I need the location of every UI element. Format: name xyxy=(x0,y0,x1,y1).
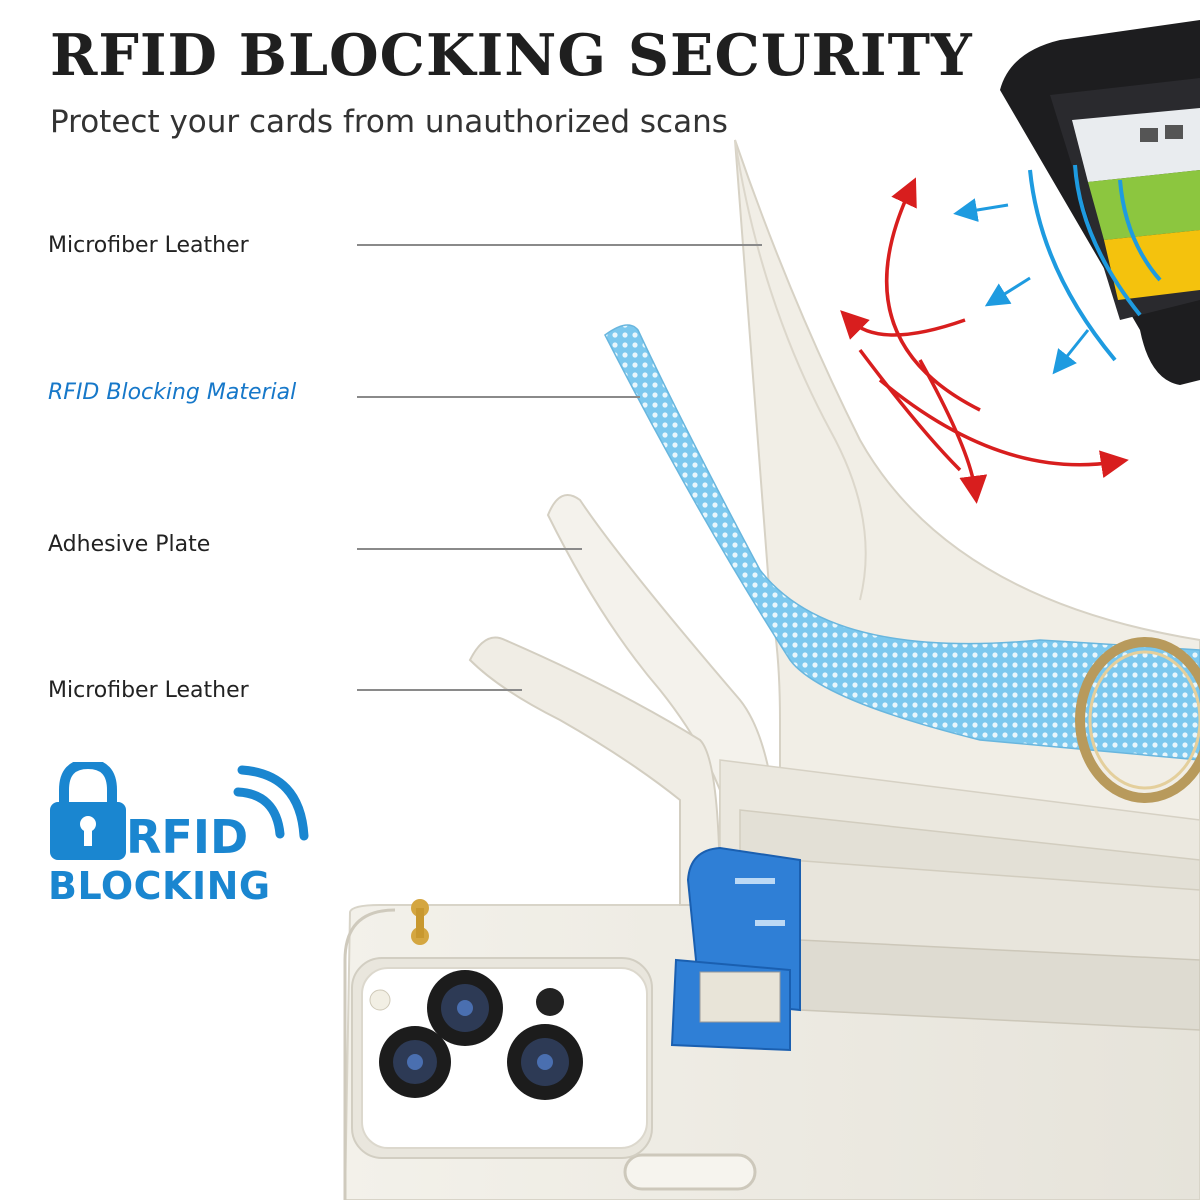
wireless-signal-icon xyxy=(233,765,309,841)
leader-line-inner xyxy=(357,689,522,691)
camera-module xyxy=(351,957,653,1159)
page-title: RFID BLOCKING SECURITY xyxy=(50,22,973,89)
rf-signal-waves xyxy=(1028,164,1162,362)
label-microfiber-leather-outer: Microfiber Leather xyxy=(48,233,249,258)
badge-blocking-text: BLOCKING xyxy=(48,864,271,908)
rfid-blocking-badge: RFID BLOCKING xyxy=(46,762,316,912)
strap-hooks xyxy=(411,899,429,945)
card-slot-stack xyxy=(719,759,1200,1031)
credit-cards xyxy=(670,846,801,1052)
side-button xyxy=(623,1153,757,1191)
badge-rfid-text: RFID xyxy=(126,810,249,864)
leader-line-adhesive xyxy=(357,548,582,550)
label-rfid-blocking-material: RFID Blocking Material xyxy=(48,380,297,405)
leader-line-outer xyxy=(357,244,762,246)
page-subtitle: Protect your cards from unauthorized sca… xyxy=(50,104,728,140)
incoming-signal-arrows xyxy=(953,198,1090,375)
lock-icon xyxy=(50,762,126,860)
card-reader-terminal xyxy=(1000,20,1200,385)
layer-rfid-material xyxy=(604,324,1200,761)
label-microfiber-leather-inner: Microfiber Leather xyxy=(48,678,249,703)
label-adhesive-plate: Adhesive Plate xyxy=(48,532,211,557)
ring-holder xyxy=(1075,637,1200,803)
layer-microfiber-inner xyxy=(468,636,722,906)
deflected-signal-arrows xyxy=(840,177,1129,504)
leader-line-rfid xyxy=(357,396,640,398)
